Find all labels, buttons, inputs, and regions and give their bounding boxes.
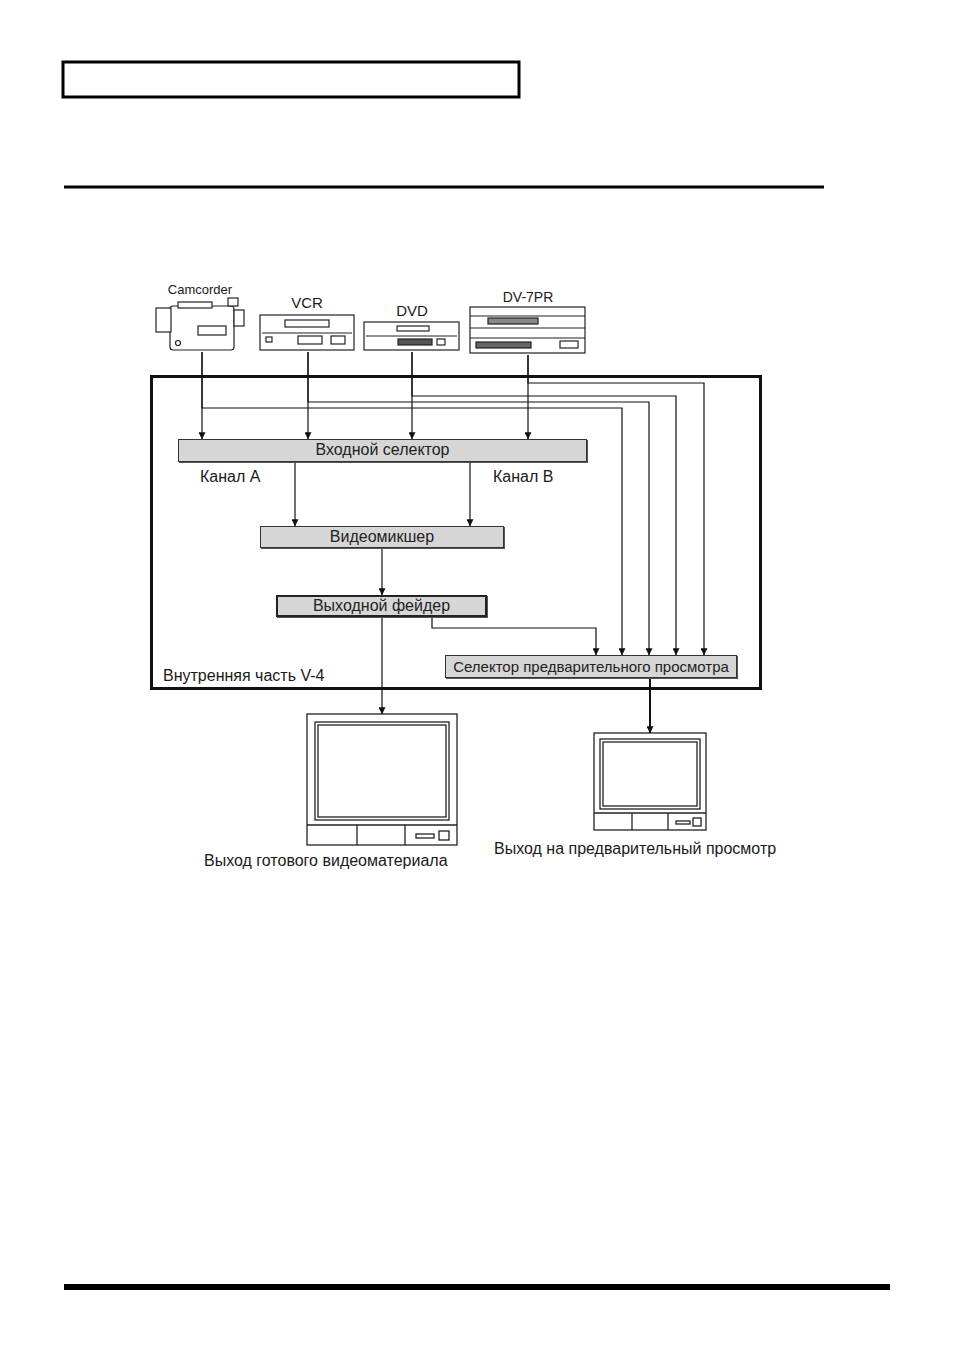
box-title: Видеомикшер [330, 528, 434, 546]
rule-line [64, 186, 824, 189]
monitor-output: Выход готового видеоматериала [204, 714, 464, 870]
signal-arrow [381, 617, 382, 714]
footer-rule [64, 1284, 890, 1290]
node-caption: DVD [360, 302, 464, 319]
process-box: Селектор предварительного просмотра [445, 655, 737, 678]
node-caption: VCR [256, 294, 358, 311]
box-title: Выходной фейдер [313, 597, 450, 615]
device-label: DV-7PR [466, 289, 590, 355]
node-caption: Camcorder [148, 283, 252, 298]
signal-arrow [528, 355, 704, 655]
node-caption: Выход готового видеоматериала [204, 852, 448, 870]
device-label: DVD [360, 302, 464, 352]
camcorder-drawing [156, 298, 244, 350]
monitor-output: Выход на предварительный просмотр [494, 733, 794, 858]
signal-arrow [432, 617, 596, 655]
process-box: Входной селектор [178, 439, 587, 462]
signal-arrow [294, 462, 295, 526]
signal-arrow [202, 352, 622, 655]
dv7pr-drawing [470, 307, 585, 353]
signal-arrow [469, 462, 470, 526]
node-caption: Внутренняя часть V-4 [163, 667, 324, 685]
channel-label: Канал B [491, 468, 555, 486]
process-box: Видеомикшер [260, 526, 504, 548]
device-label: Camcorder [148, 283, 252, 352]
signal-arrow [649, 678, 651, 733]
process-box: Выходной фейдер [276, 595, 487, 617]
preview-monitor-drawing [594, 733, 706, 830]
node-caption: DV-7PR [466, 289, 590, 305]
node-caption: Выход на предварительный просмотр [494, 840, 776, 858]
box-title: Входной селектор [315, 441, 449, 459]
device-label: VCR [256, 294, 358, 352]
vcr-drawing [260, 315, 354, 350]
channel-label: Канал A [198, 468, 262, 486]
header-frame [63, 62, 519, 97]
main-monitor-drawing [307, 714, 457, 845]
box-title: Селектор предварительного просмотра [453, 658, 729, 675]
signal-arrow [381, 548, 382, 595]
device-enclosure: Внутренняя часть V-4 Входной селекторВиде… [150, 375, 762, 690]
dvd-drawing [364, 322, 459, 350]
